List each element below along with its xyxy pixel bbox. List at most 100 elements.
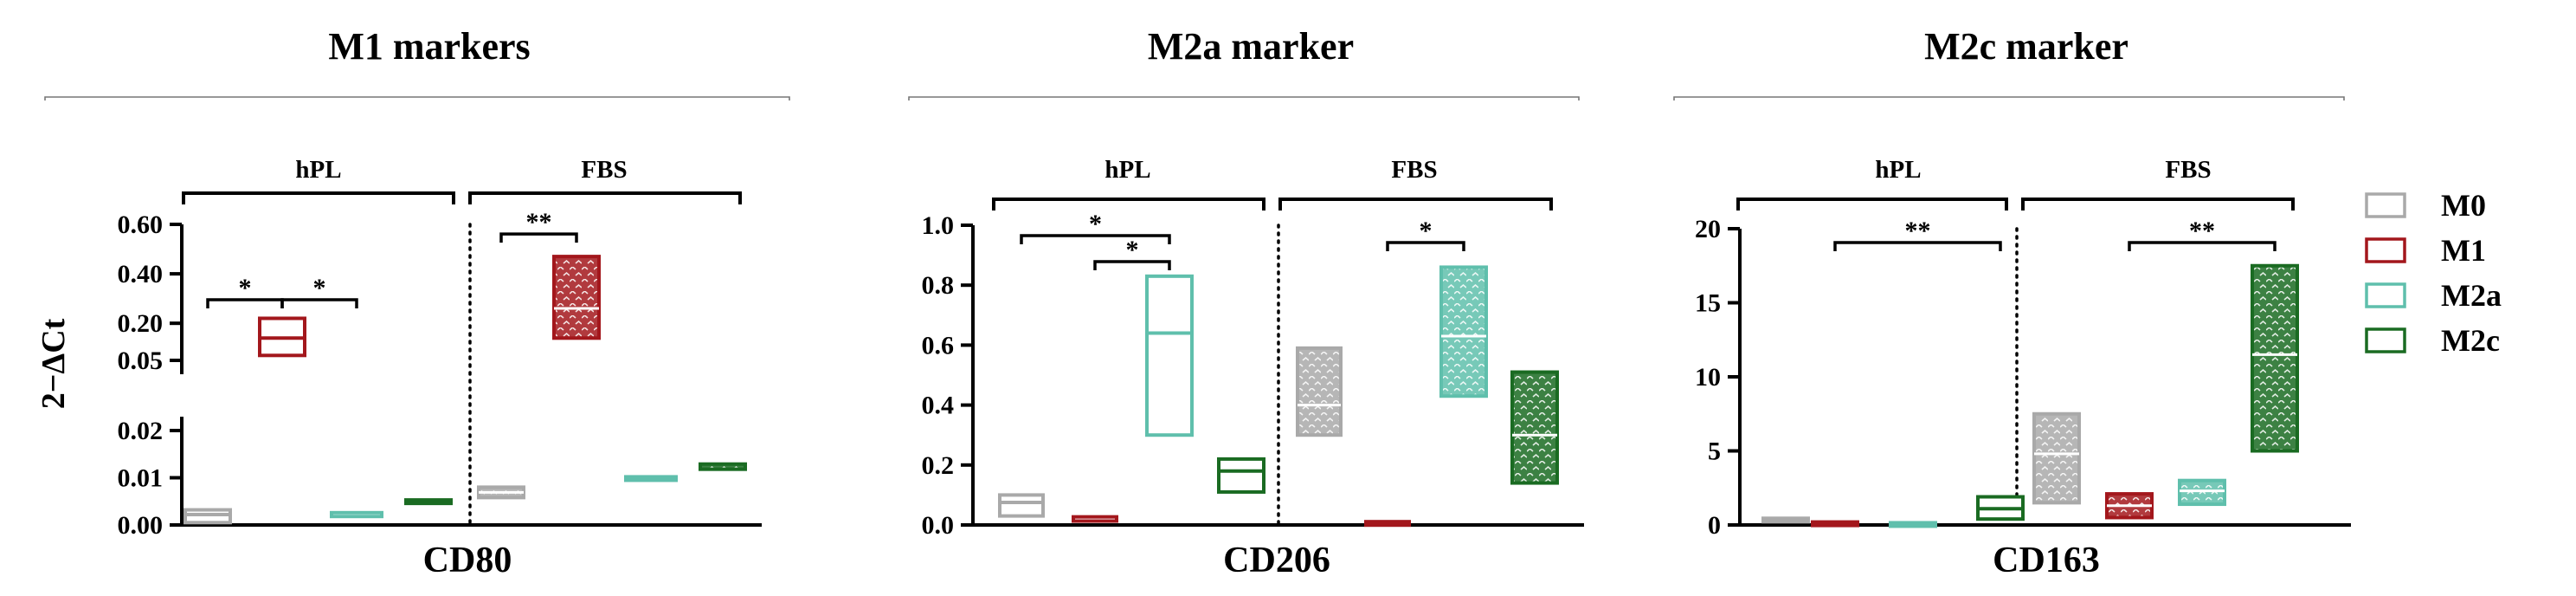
significance-bracket xyxy=(1020,234,1171,244)
box-hpl-m0 xyxy=(184,508,232,525)
box-hatch xyxy=(700,463,745,470)
box-fbs-m0 xyxy=(1296,346,1343,437)
significance-fbs-m0-m1: ** xyxy=(499,208,578,243)
box-hpl-m2a xyxy=(330,510,383,519)
significance-bracket xyxy=(1386,241,1465,251)
box-hpl-m2c xyxy=(404,498,453,506)
group-title-rule xyxy=(1673,96,2345,100)
box-fbs-m2a xyxy=(2178,478,2226,507)
significance-label: ** xyxy=(2189,217,2215,245)
y-tick-label: 15 xyxy=(1695,289,1721,318)
plot-layer: 0.00.20.40.60.81.0*** xyxy=(908,96,1584,540)
significance-bracket xyxy=(499,232,578,243)
legend-item-m0: M0 xyxy=(2365,188,2486,223)
significance-hpl-m1-m2a: * xyxy=(1093,236,1171,270)
box-outline xyxy=(1439,265,1488,398)
y-tick-label: 0.60 xyxy=(118,211,164,239)
box-outline xyxy=(699,462,747,471)
group-title: M2c marker xyxy=(1924,25,2128,68)
box-hatch xyxy=(2034,413,2079,503)
box-hpl-m2a xyxy=(1889,521,1937,528)
condition-label-hpl: hPL xyxy=(295,156,341,184)
box-hpl-m2a xyxy=(1145,274,1194,437)
significance-hpl-m1-m2c: ** xyxy=(1833,217,2002,251)
y-tick-label: 5 xyxy=(1708,437,1721,466)
box-outline xyxy=(624,475,678,483)
significance-fbs-m1-m2c: ** xyxy=(2128,217,2277,251)
box-hpl-m0 xyxy=(1761,516,1810,524)
plot-layer: 0.000.010.020.050.200.400.60**** xyxy=(44,96,790,540)
legend-swatch xyxy=(2365,237,2406,263)
condition-bracket-hpl xyxy=(182,191,455,204)
y-tick-label: 0.02 xyxy=(118,417,164,445)
box-fbs-m2c xyxy=(2251,263,2299,453)
significance-label: * xyxy=(1420,217,1433,245)
box-fbs-m1 xyxy=(1364,520,1411,528)
legend-item-m1: M1 xyxy=(2365,233,2486,268)
significance-bracket xyxy=(1833,241,2002,251)
y-tick-label: 0.6 xyxy=(922,331,955,360)
significance-bracket xyxy=(1093,260,1171,270)
box-fbs-m2c xyxy=(1510,370,1559,485)
significance-hpl-m1-m2a: * xyxy=(280,274,358,308)
box-hpl-m1 xyxy=(1811,520,1859,528)
box-fbs-m2a xyxy=(624,475,678,483)
box-fbs-m2a xyxy=(1439,265,1488,398)
y-tick-label: 0.00 xyxy=(118,511,164,540)
box-outline xyxy=(1761,516,1810,524)
condition-bracket-fbs xyxy=(468,191,742,204)
y-tick-label: 0.0 xyxy=(922,511,955,540)
box-hpl-m2c xyxy=(1976,495,2025,522)
condition-bracket-fbs xyxy=(1278,198,1553,211)
box-hpl-m0 xyxy=(998,493,1045,518)
legend-item-m2a: M2a xyxy=(2365,278,2502,313)
box-outline xyxy=(552,255,601,340)
x-axis-label: CD80 xyxy=(423,541,512,580)
y-tick-label: 0 xyxy=(1708,511,1721,540)
x-axis-label: CD163 xyxy=(1993,541,2100,580)
box-fbs-m1 xyxy=(552,255,601,340)
chart-cd80: M1 markers 2−ΔCt CD80 hPL FBS 0.000.010.… xyxy=(35,25,790,580)
condition-bracket-hpl xyxy=(992,198,1265,211)
significance-label: * xyxy=(1089,210,1102,238)
box-hatch xyxy=(1298,347,1341,436)
box-outline xyxy=(1072,515,1118,523)
group-title-rule xyxy=(44,96,790,100)
significance-label: ** xyxy=(1905,217,1931,245)
box-hatch xyxy=(554,256,599,339)
y-tick-label: 0.2 xyxy=(922,451,955,480)
box-outline xyxy=(998,493,1045,518)
condition-label-fbs: FBS xyxy=(2165,156,2211,184)
box-fbs-m1 xyxy=(2105,492,2154,520)
significance-bracket xyxy=(280,298,358,308)
significance-hpl-m0-m1: * xyxy=(206,274,284,308)
x-axis-label: CD206 xyxy=(1223,541,1330,580)
y-tick-label: 0.01 xyxy=(118,464,164,493)
legend-label: M1 xyxy=(2441,233,2486,268)
legend-label: M0 xyxy=(2441,188,2486,223)
legend-item-m2c: M2c xyxy=(2365,323,2500,358)
significance-label: * xyxy=(313,274,326,302)
legend-swatch xyxy=(2365,192,2406,218)
box-hpl-m1 xyxy=(258,316,306,358)
box-fbs-m0 xyxy=(2032,411,2081,505)
significance-hpl-m0-m2a: * xyxy=(1020,210,1171,244)
box-hatch xyxy=(1512,372,1557,483)
box-outline xyxy=(1145,274,1194,437)
chart-cd206: M2a marker CD206 hPL FBS 0.00.20.40.60.8… xyxy=(908,25,1584,580)
legend-label: M2a xyxy=(2441,278,2502,313)
y-tick-label: 0.4 xyxy=(922,392,955,420)
condition-label-hpl: hPL xyxy=(1104,156,1150,184)
significance-bracket xyxy=(2128,241,2277,251)
y-tick-label: 10 xyxy=(1695,363,1721,392)
y-tick-label: 1.0 xyxy=(922,211,955,240)
condition-label-fbs: FBS xyxy=(1391,156,1437,184)
box-outline xyxy=(404,498,453,506)
group-title: M1 markers xyxy=(328,25,530,68)
box-outline xyxy=(2178,478,2226,507)
condition-bracket-hpl xyxy=(1736,198,2008,211)
box-outline xyxy=(2032,411,2081,505)
significance-fbs-m1-m2a: * xyxy=(1386,217,1465,251)
box-outline xyxy=(1811,520,1859,528)
